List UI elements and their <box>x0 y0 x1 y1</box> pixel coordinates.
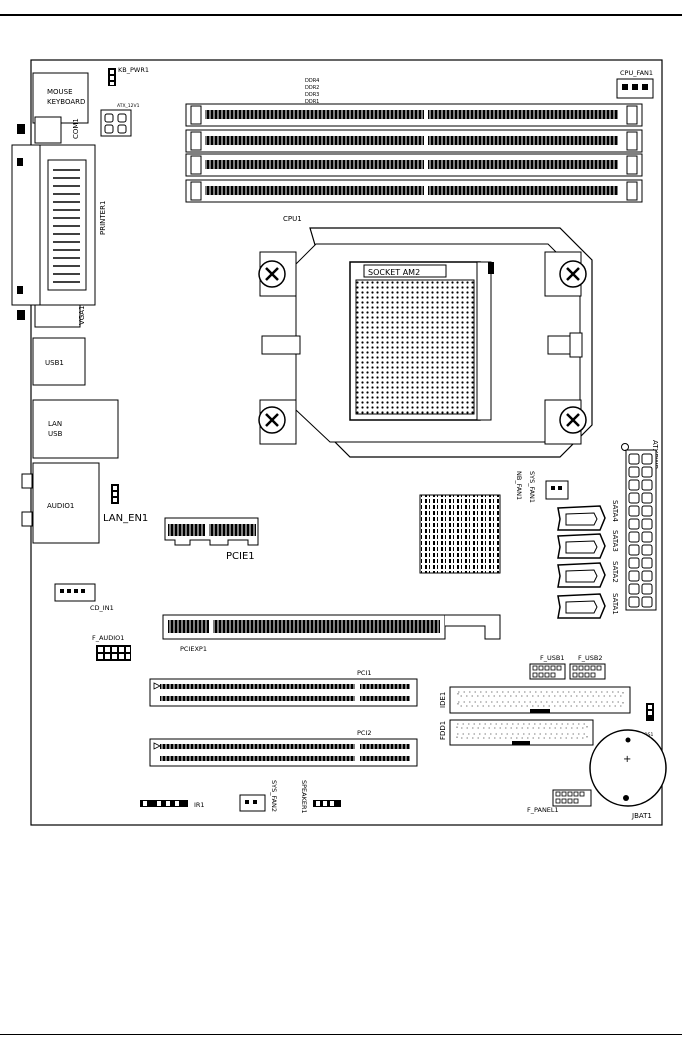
ddr-slot-4 <box>185 103 643 127</box>
printer-label: PRINTER1 <box>99 201 107 235</box>
front-usb-headers: F_USB1 F_USB2 <box>529 654 606 680</box>
pci1-label: PCI1 <box>357 669 372 677</box>
ps2-connector: MOUSE KEYBOARD <box>32 72 89 124</box>
ddr3-label: DDR3 <box>305 92 319 98</box>
lan-label: LAN <box>48 420 62 428</box>
chipset-heatsink <box>419 494 501 574</box>
page-bottom-rule <box>0 1034 682 1035</box>
audio-port: AUDIO1 <box>21 462 100 544</box>
cpu-fan-header: CPU_FAN1 <box>616 69 654 99</box>
ide-connector: IDE1 <box>439 686 631 714</box>
pci1-slot: PCI1 <box>149 669 418 707</box>
usb-port: USB1 <box>32 337 86 386</box>
front-panel-header: F_PANEL1 <box>527 789 592 814</box>
cd-in-header: CD_IN1 <box>54 583 114 612</box>
cpu-fan-label: CPU_FAN1 <box>620 69 653 77</box>
audio-label: AUDIO1 <box>47 502 74 510</box>
cpu-label: CPU1 <box>283 215 302 223</box>
ddr-slot-2 <box>185 129 643 153</box>
fdd-connector: FDD1 <box>439 719 594 746</box>
sata2-label: SATA2 <box>611 561 619 583</box>
ir-header: IR1 <box>140 800 205 809</box>
kb-pwr-label: KB_PWR1 <box>118 66 149 74</box>
sata2-connector: SATA2 <box>557 561 619 588</box>
ddr-slot-1 <box>185 179 643 203</box>
sata3-connector: SATA3 <box>557 530 619 559</box>
speaker-header: SPEAKER1 <box>300 780 341 814</box>
cmos-battery: + JBAT1 <box>589 729 667 820</box>
sata3-label: SATA3 <box>611 530 619 552</box>
pci2-slot: PCI2 <box>149 729 418 767</box>
vga-label: VGA1 <box>78 306 86 325</box>
page-top-rule <box>0 14 682 16</box>
f-usb2-label: F_USB2 <box>578 654 602 662</box>
battery-plus-sign: + <box>623 754 631 765</box>
lan-usb-port: LAN USB <box>32 399 119 459</box>
sata4-connector: SATA4 <box>557 500 619 531</box>
atx12v-connector: ATX_12V1 <box>100 103 140 137</box>
nb-fan-label: NB_FAN1 <box>515 471 523 500</box>
sata1-connector: SATA1 <box>557 593 619 619</box>
lan-en-label: LAN_EN1 <box>103 513 148 524</box>
sys-fan2-label: SYS_FAN2 <box>270 780 278 812</box>
ddr4-label: DDR4 <box>305 78 319 84</box>
sys-fan1-label: SYS_FAN1 <box>528 471 536 503</box>
atx12v-label: ATX_12V1 <box>117 103 140 109</box>
mouse-label: MOUSE <box>47 88 73 96</box>
sata1-label: SATA1 <box>611 593 619 615</box>
speaker-label: SPEAKER1 <box>300 780 308 814</box>
cpu-socket: SOCKET AM2 <box>349 261 494 421</box>
atx-power-connector: ATXPWR <box>621 440 659 611</box>
front-audio-header: F_AUDIO1 <box>92 634 131 661</box>
socket-label: SOCKET AM2 <box>368 268 420 277</box>
keyboard-label: KEYBOARD <box>47 98 85 106</box>
com-label: COM1 <box>72 118 80 139</box>
lan-usb-label: USB <box>48 430 63 438</box>
f-audio-label: F_AUDIO1 <box>92 634 124 642</box>
pcie-x1-slot: PCIE1 <box>164 517 259 562</box>
pcie-x16-slot: PCIEXP1 <box>162 614 501 653</box>
usb-label: USB1 <box>45 359 64 367</box>
pci2-label: PCI2 <box>357 729 372 737</box>
ide-label: IDE1 <box>439 692 447 708</box>
sata4-label: SATA4 <box>611 500 619 522</box>
fdd-label: FDD1 <box>439 721 447 740</box>
cd-in-label: CD_IN1 <box>90 604 114 612</box>
pciexp-label: PCIEXP1 <box>180 645 207 653</box>
vga-port: VGA1 <box>17 304 86 328</box>
ddr2-label: DDR2 <box>305 85 319 91</box>
lan-en-jumper: LAN_EN1 <box>103 484 148 524</box>
kb-pwr-jumper: KB_PWR1 <box>108 66 149 86</box>
pcie-label: PCIE1 <box>226 551 255 562</box>
ddr1-label: DDR1 <box>305 99 319 105</box>
f-usb1-label: F_USB1 <box>540 654 564 662</box>
sys-fan2-header: SYS_FAN2 <box>239 780 278 812</box>
ddr-labels: DDR4 DDR2 DDR3 DDR1 <box>305 78 319 105</box>
nb-fan-header: NB_FAN1 SYS_FAN1 <box>515 471 569 503</box>
printer-port: PRINTER1 <box>11 144 107 306</box>
f-panel-label: F_PANEL1 <box>527 806 559 814</box>
ddr-slot-3 <box>185 153 643 177</box>
com-port: COM1 <box>17 116 80 144</box>
ir-label: IR1 <box>194 801 205 809</box>
jbat-label: JBAT1 <box>631 812 652 820</box>
